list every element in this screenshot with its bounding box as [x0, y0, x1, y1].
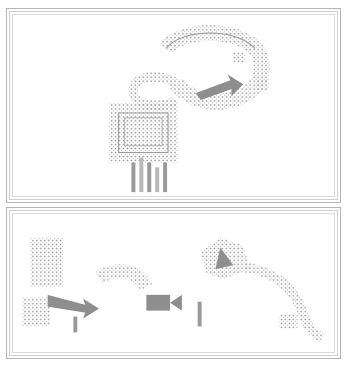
lower-map-sprite [7, 208, 340, 358]
path-arrow-left [48, 295, 99, 319]
left-structure [30, 238, 64, 287]
lower-map-panel[interactable] [6, 207, 341, 359]
upper-map-panel[interactable] [6, 8, 341, 203]
path-block [146, 295, 170, 311]
upper-map-sprite [7, 9, 340, 202]
